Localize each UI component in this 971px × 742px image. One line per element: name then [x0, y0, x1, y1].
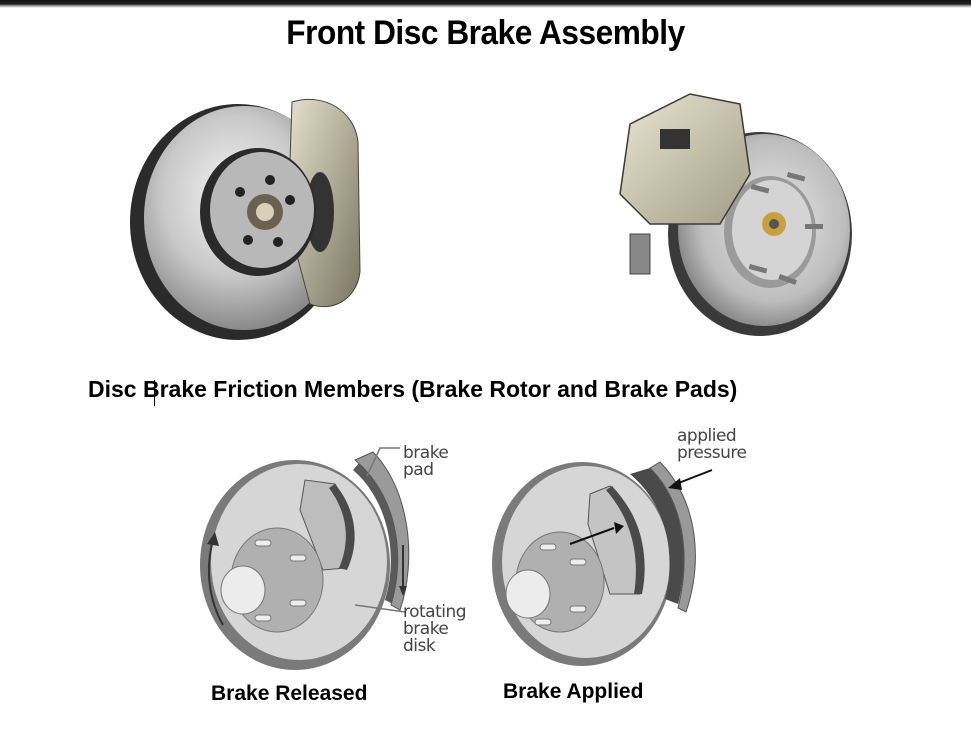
slide-title: Front Disc Brake Assembly	[286, 14, 685, 52]
brake-applied-caption: Brake Applied	[503, 680, 644, 703]
rotating-brake-disk-label: rotating brake disk	[403, 602, 467, 656]
brake-pad-label: brake pad	[403, 443, 449, 480]
brake-released-caption: Brake Released	[211, 682, 368, 705]
brake-rotor-with-caliper-photo	[130, 98, 361, 340]
brake-applied-diagram	[492, 461, 713, 666]
top-border	[0, 0, 971, 8]
applied-pressure-label: applied pressure	[677, 426, 747, 463]
text-cursor	[154, 380, 155, 406]
brake-caliper-assembly-illustration	[619, 93, 852, 336]
brake-released-diagram	[200, 447, 410, 670]
section-subtitle: Disc Brake Friction Members (Brake Rotor…	[88, 376, 738, 402]
